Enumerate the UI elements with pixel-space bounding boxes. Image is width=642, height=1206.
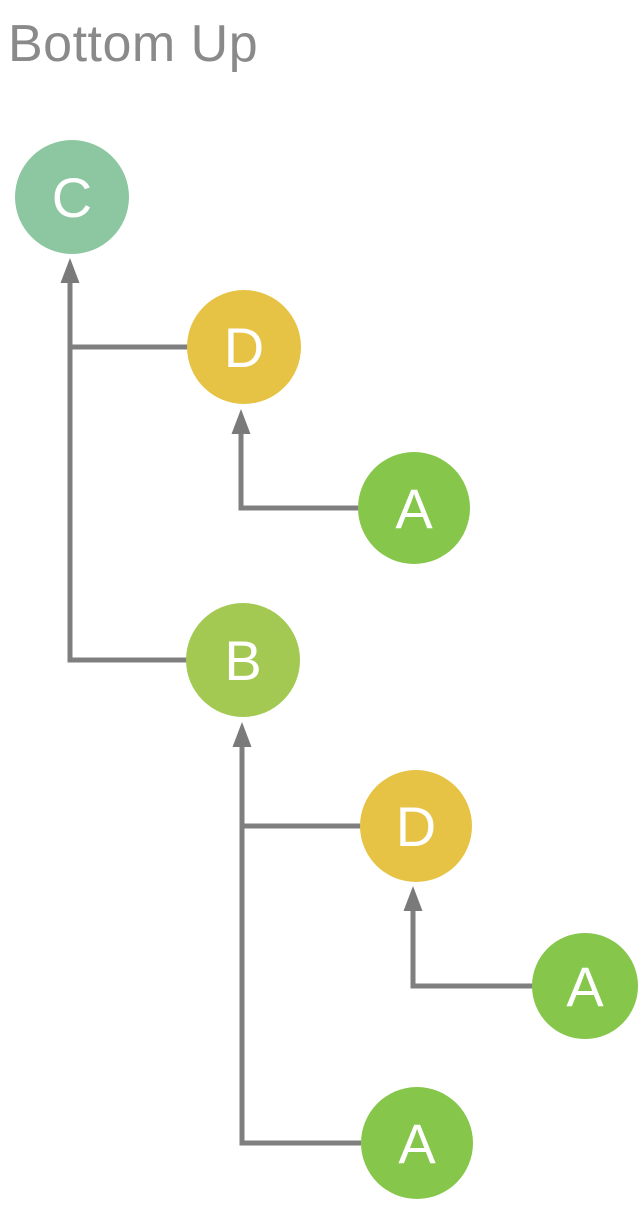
node-A3-label: A <box>398 1112 436 1175</box>
edge-B-to-C <box>67 283 187 663</box>
node-A2-circle <box>532 933 638 1039</box>
node-C: C <box>15 140 129 254</box>
edge-A1-to-D1 <box>238 434 361 511</box>
node-D2-circle <box>360 770 472 882</box>
node-A1-label: A <box>395 477 433 540</box>
node-B-label: B <box>224 629 261 692</box>
edge-A2-to-D2-arrowhead-up-icon <box>403 886 423 911</box>
edge-A3-to-B-arrowhead-up-icon <box>232 722 252 747</box>
edge-B-to-C-arrowhead-up-icon <box>60 258 80 283</box>
edge-A3-to-B <box>239 747 361 1146</box>
node-A1: A <box>358 452 470 564</box>
page-title: Bottom Up <box>8 15 259 73</box>
node-A3-circle <box>361 1087 473 1199</box>
node-A1-circle <box>358 452 470 564</box>
edge-A2-to-D2 <box>410 911 534 989</box>
node-D1-circle <box>187 290 301 404</box>
node-D2-label: D <box>396 795 436 858</box>
node-C-circle <box>15 140 129 254</box>
node-A2: A <box>532 933 638 1039</box>
node-D1-label: D <box>224 316 264 379</box>
edge-A1-to-D1-arrowhead-up-icon <box>231 409 251 434</box>
node-D1: D <box>187 290 301 404</box>
node-C-label: C <box>52 166 92 229</box>
node-B: B <box>186 603 300 717</box>
node-A2-label: A <box>566 955 604 1018</box>
node-D2: D <box>360 770 472 882</box>
node-B-circle <box>186 603 300 717</box>
node-A3: A <box>361 1087 473 1199</box>
